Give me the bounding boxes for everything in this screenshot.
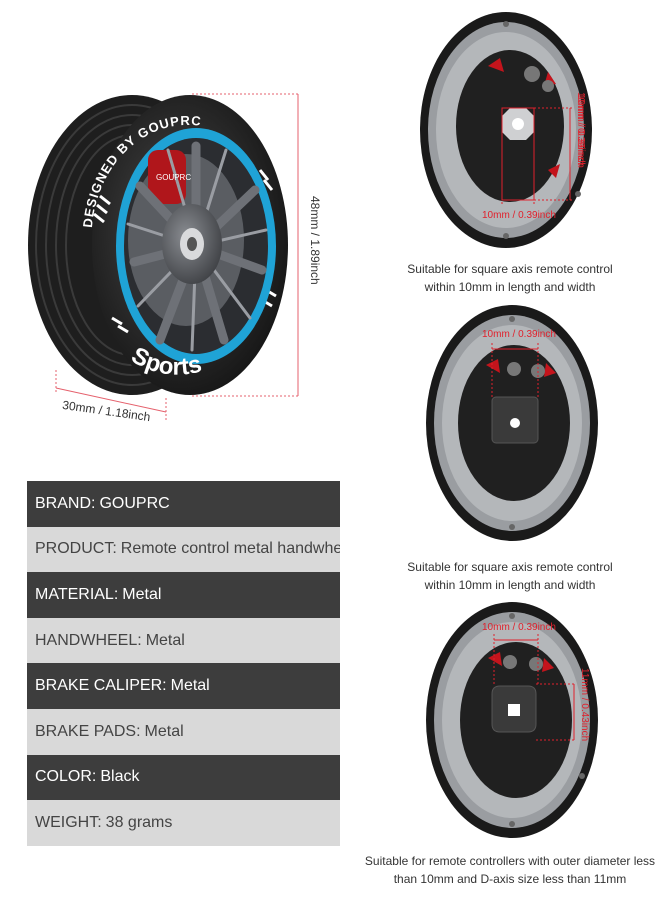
spec-row-weight: WEIGHT:38 grams [27,800,340,846]
compat-caption-1: Suitable for square axis remote control … [360,260,660,296]
spec-row-brand: BRAND:GOUPRC [27,481,340,527]
spec-label: MATERIAL: [35,585,119,603]
caption-line: within 10mm in length and width [424,578,596,592]
height-dimension-label: 48mm / 1.89inch [308,196,322,285]
caption-line: Suitable for square axis remote control [407,262,613,276]
compat-diagram-d-axis: 10mm / 0.39inch 11mm / 0.43inch [420,600,610,850]
caption-line: than 10mm and D-axis size less than 11mm [393,872,627,886]
spec-value: 38 grams [105,813,173,831]
spec-row-material: MATERIAL:Metal [27,572,340,618]
spec-value: GOUPRC [99,494,170,512]
measure-top-1: 10mm / 0.39inch [575,92,586,166]
spec-value: Metal [122,585,162,603]
measure-top-3: 10mm / 0.39inch [482,622,556,633]
spec-row-handwheel: HANDWHEEL:Metal [27,617,340,664]
compat-diagram-square-axis-1: 10mm / 0.39inch 10mm / 0.39inch [420,8,610,258]
measure-top-2: 10mm / 0.39inch [482,329,556,340]
spec-label: COLOR: [35,768,97,786]
spec-value: Metal [170,677,210,695]
wheel-illustration: DESIGNED BY GOUPRC Sports GOUPRC [28,93,299,420]
spec-label: BRAKE CALIPER: [35,677,167,695]
caption-line: Suitable for remote controllers with out… [364,854,656,868]
compat-caption-2: Suitable for square axis remote control … [360,558,660,594]
spec-row-color: COLOR:Black [27,754,340,801]
wheel-back-view-1 [420,12,592,248]
compat-caption-3: Suitable for remote controllers with out… [360,852,660,888]
spec-label: WEIGHT: [35,813,102,831]
compat-diagram-square-axis-2: 10mm / 0.39inch [420,305,610,555]
width-dimension-line [55,370,167,420]
measure-bottom-1: 10mm / 0.39inch [482,210,556,221]
spec-label: BRAND: [35,494,96,512]
caliper-text: GOUPRC [156,173,191,182]
spec-value: Black [100,768,140,786]
wheel-product-view: DESIGNED BY GOUPRC Sports GOUPRC 48mm / … [0,0,340,460]
spec-row-product: PRODUCT:Remote control metal handwheel [27,526,340,573]
spec-label: BRAKE PADS: [35,722,141,740]
caption-line: within 10mm in length and width [424,280,596,294]
spec-row-brake-pads: BRAKE PADS:Metal [27,708,340,755]
spec-row-brake-caliper: BRAKE CALIPER:Metal [27,663,340,709]
spec-label: HANDWHEEL: [35,631,142,649]
wheel-back-view-2 [426,305,598,541]
spec-value: Metal [145,631,185,649]
wheel-back-view-3 [426,602,598,838]
spec-value: Metal [144,722,184,740]
spec-label: PRODUCT: [35,540,117,558]
measure-side-3: 11mm / 0.43inch [579,668,590,742]
spec-table: BRAND:GOUPRC PRODUCT:Remote control meta… [27,481,340,846]
spec-value: Remote control metal handwheel [120,540,340,558]
caption-line: Suitable for square axis remote control [407,560,613,574]
brake-caliper [148,150,186,204]
height-dimension-line [192,93,299,397]
